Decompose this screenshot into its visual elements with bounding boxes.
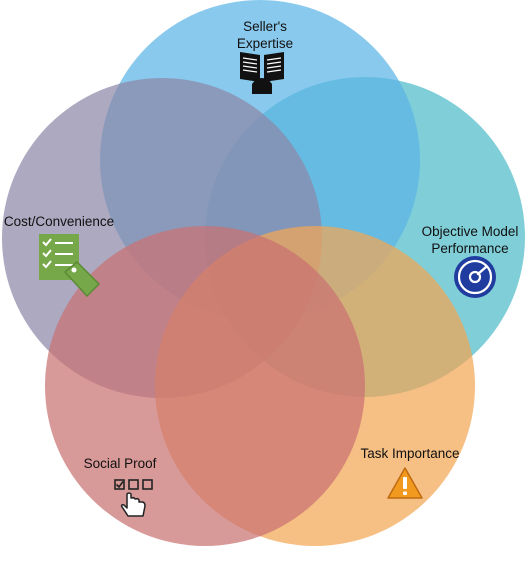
label-line: Expertise — [236, 36, 294, 51]
label-task-importance: Task Importance — [355, 445, 465, 462]
label-objective-model-performance: Objective Model Performance — [415, 223, 525, 257]
label-line: Objective Model — [421, 224, 519, 239]
label-cost-convenience: Cost/Convenience — [0, 213, 118, 230]
label-line: Seller's — [243, 19, 287, 34]
label-line: Cost/Convenience — [3, 214, 115, 229]
label-line: Performance — [431, 241, 509, 256]
warning-icon — [387, 467, 423, 499]
open-book-reader-icon — [240, 52, 284, 94]
pointer-checklist-icon — [114, 479, 153, 517]
label-sellers-expertise: Seller's Expertise — [225, 18, 305, 52]
gauge-icon — [454, 256, 496, 298]
label-line: Task Importance — [360, 446, 460, 461]
circle-social-proof — [45, 226, 365, 546]
checklist-tag-icon — [39, 234, 100, 297]
label-line: Social Proof — [83, 456, 157, 471]
label-social-proof: Social Proof — [75, 455, 165, 472]
